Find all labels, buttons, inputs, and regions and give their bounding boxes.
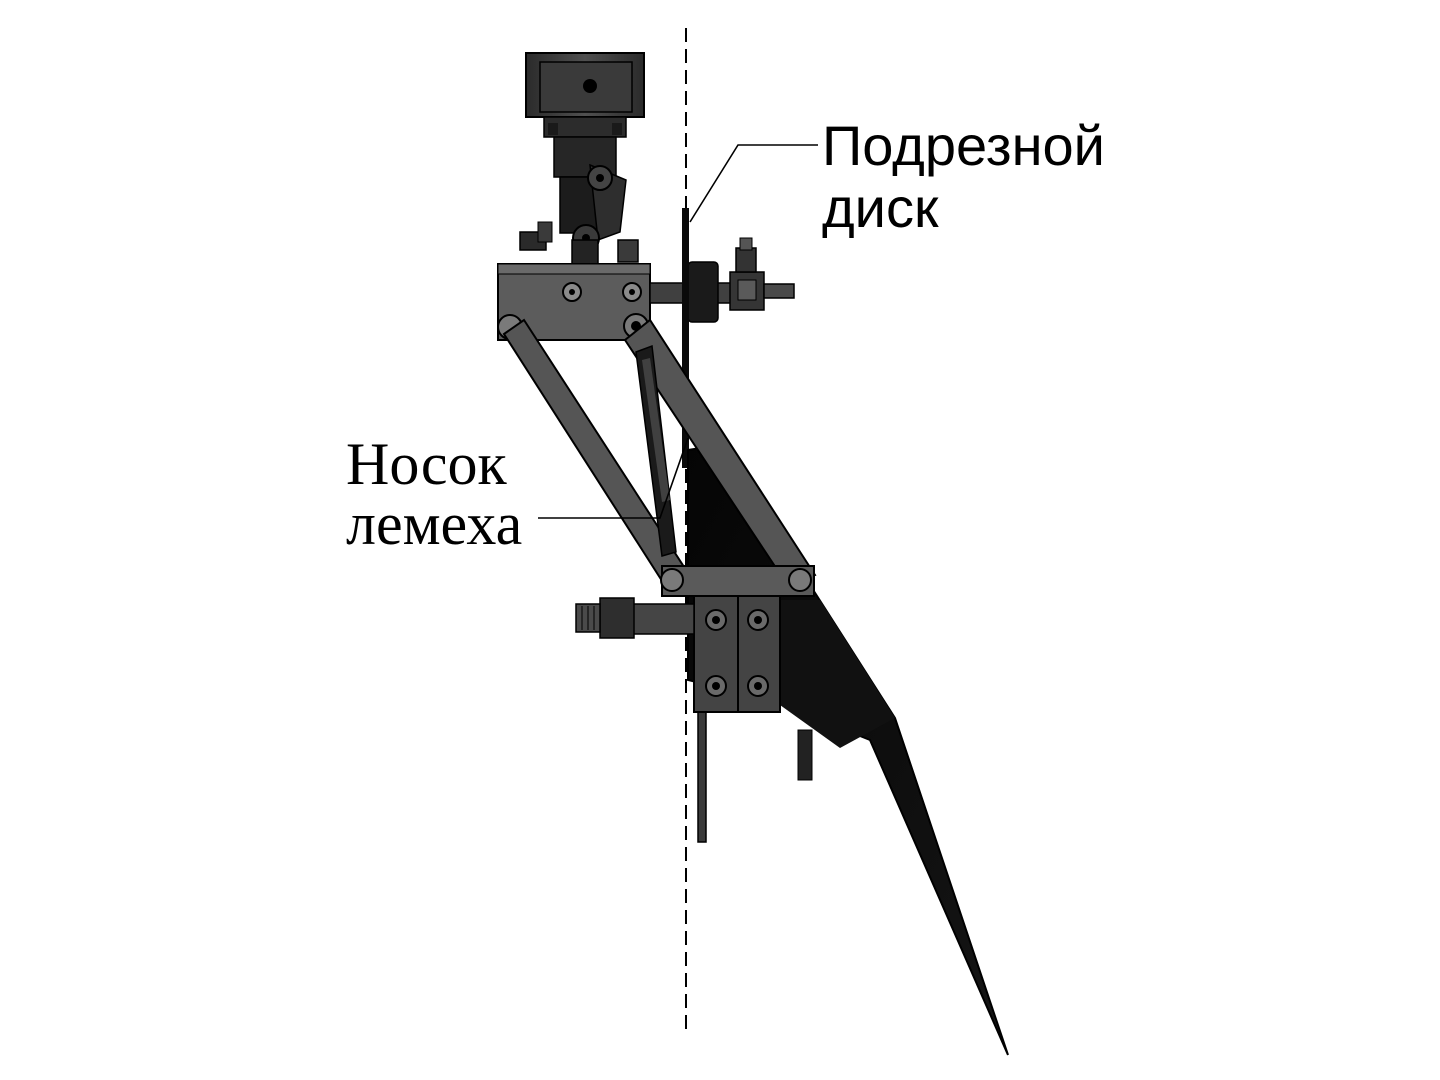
label-cutting-disc: Подрезной диск [822, 118, 1105, 236]
mounting-block [497, 263, 651, 341]
cutting-disc [682, 208, 689, 468]
lower-fitting [575, 597, 695, 639]
top-mount-assembly [519, 52, 645, 265]
label-cutting-disc-line2: диск [822, 176, 939, 239]
leader-line-toe [538, 437, 689, 519]
label-cutting-disc-line1: Подрезной [822, 114, 1105, 177]
label-share-toe-line2: лемеха [346, 491, 523, 557]
plough-share [687, 442, 1009, 1056]
label-share-toe: Носок лемеха [346, 434, 522, 554]
frame-bars [502, 318, 817, 588]
lower-clamp [660, 565, 815, 713]
disc-hub [649, 237, 795, 323]
leader-line-disc [689, 144, 818, 223]
label-share-toe-line1: Носок [346, 431, 507, 497]
